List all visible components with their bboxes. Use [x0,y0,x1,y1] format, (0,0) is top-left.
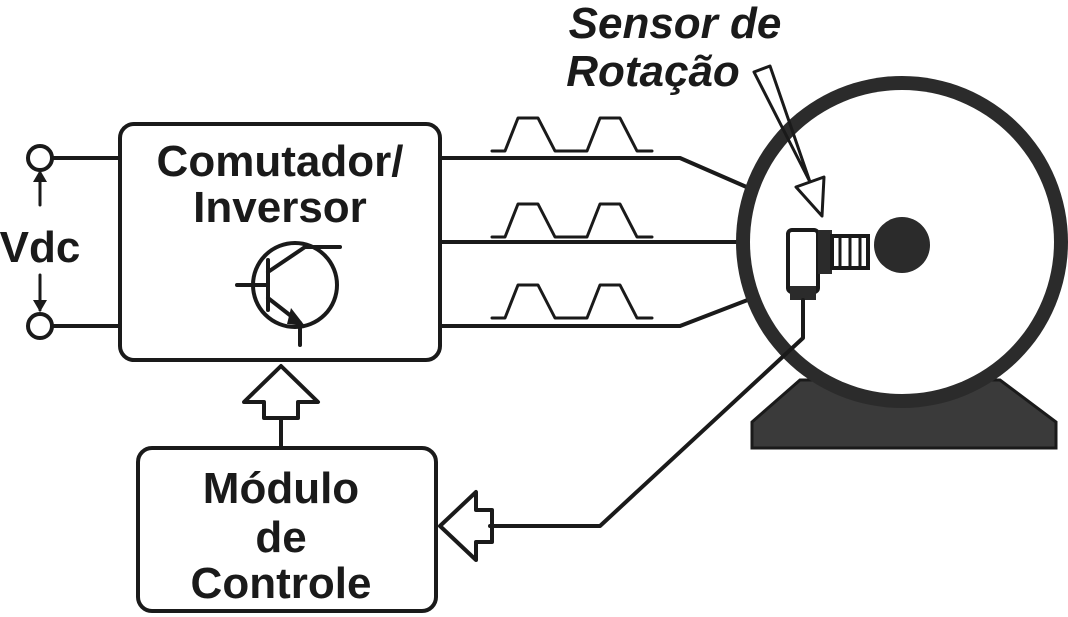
waveform-b [490,202,654,239]
vdc-up-arrow-icon [33,170,47,207]
waveform-c [490,283,654,320]
dc-input-terminals: Vdc [0,144,122,340]
npn-transistor-icon [235,241,342,347]
vdc-down-arrow-icon [33,273,47,312]
control-title-line1: Módulo [203,464,359,513]
waveform-a [490,116,654,153]
phase-a-wire [438,156,760,194]
vdc-label: Vdc [0,223,80,272]
inverter-title-line2: Inversor [193,183,367,232]
inverter-block: Comutador/ Inversor [118,122,442,362]
sensor-label-line2: Rotação [566,47,740,96]
sensor-feedback-wire [488,298,805,528]
rotation-sensor-icon [786,228,870,300]
negative-terminal [26,312,54,340]
motor-base [750,378,1058,450]
sensor-label-line1: Sensor de [569,0,782,48]
phase-lines [438,156,760,328]
motor [736,76,1068,450]
control-to-inverter-arrow-icon [242,364,320,450]
sensor-pointer-arrow-icon [752,64,826,218]
phase-c-wire [438,294,760,328]
positive-terminal [26,144,54,172]
control-title-line2: de [255,513,306,562]
control-module-box [136,446,438,613]
control-module-block: Módulo de Controle [136,446,438,613]
phase-waveforms [490,116,654,320]
motor-shaft [874,217,930,273]
feedback-arrow-icon [438,490,494,562]
control-title-line3: Controle [191,559,372,608]
inverter-title-line1: Comutador/ [157,137,404,186]
